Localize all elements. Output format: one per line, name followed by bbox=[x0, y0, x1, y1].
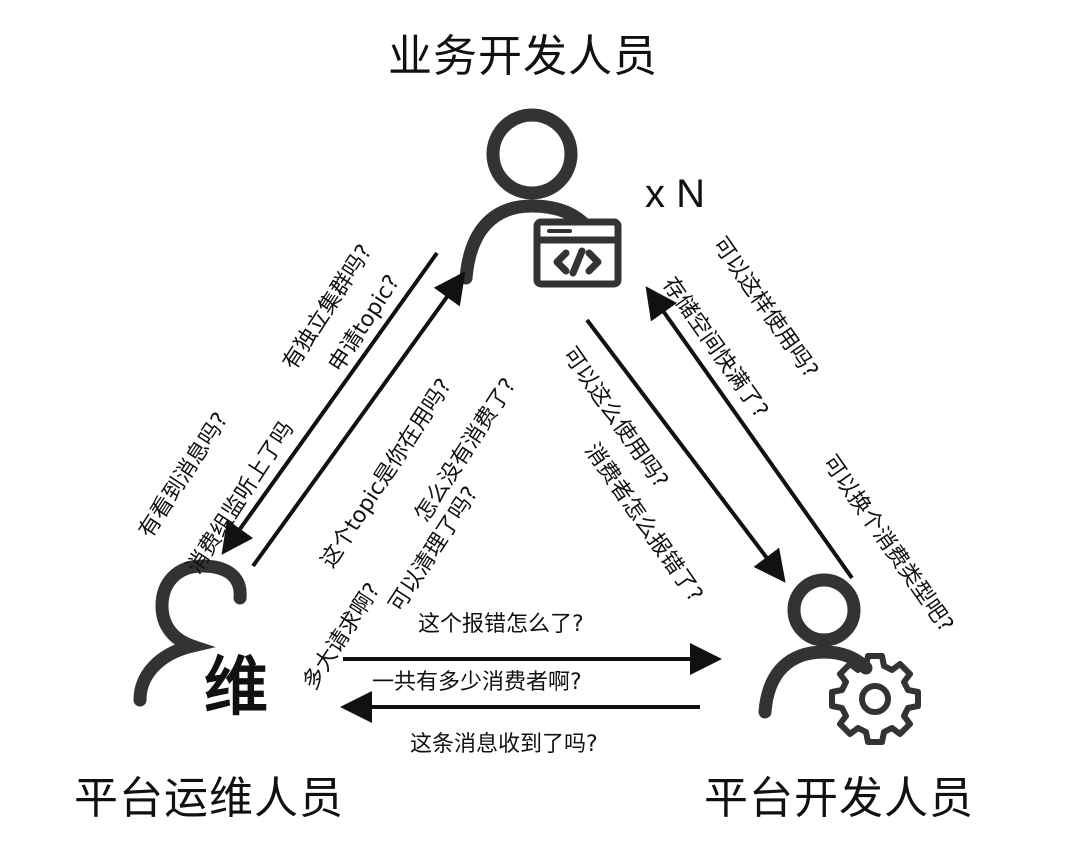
arrow-dev-to-ops bbox=[221, 251, 439, 555]
gear-icon bbox=[829, 653, 921, 745]
business-dev-title: 业务开发人员 bbox=[388, 31, 658, 82]
question-label: 一共有多少消费者啊? bbox=[372, 670, 582, 695]
arrow-ops-to-dev bbox=[251, 271, 466, 568]
platform-dev-title: 平台开发人员 bbox=[704, 773, 974, 824]
question-label: 这个报错怎么了? bbox=[418, 612, 584, 637]
platform-dev-icon bbox=[758, 573, 873, 719]
multiplier-label: x N bbox=[645, 172, 705, 216]
question-label: 这条消息收到了吗? bbox=[410, 732, 598, 757]
ops-role-glyph: 维 bbox=[204, 651, 268, 725]
arrow-plat-to-dev bbox=[645, 286, 854, 580]
arrow-dev-to-plat bbox=[585, 318, 786, 583]
platform-ops-title: 平台运维人员 bbox=[74, 773, 344, 824]
business-dev-icon bbox=[459, 108, 595, 285]
code-brackets-icon bbox=[533, 218, 622, 288]
platform-ops-icon bbox=[133, 559, 247, 707]
